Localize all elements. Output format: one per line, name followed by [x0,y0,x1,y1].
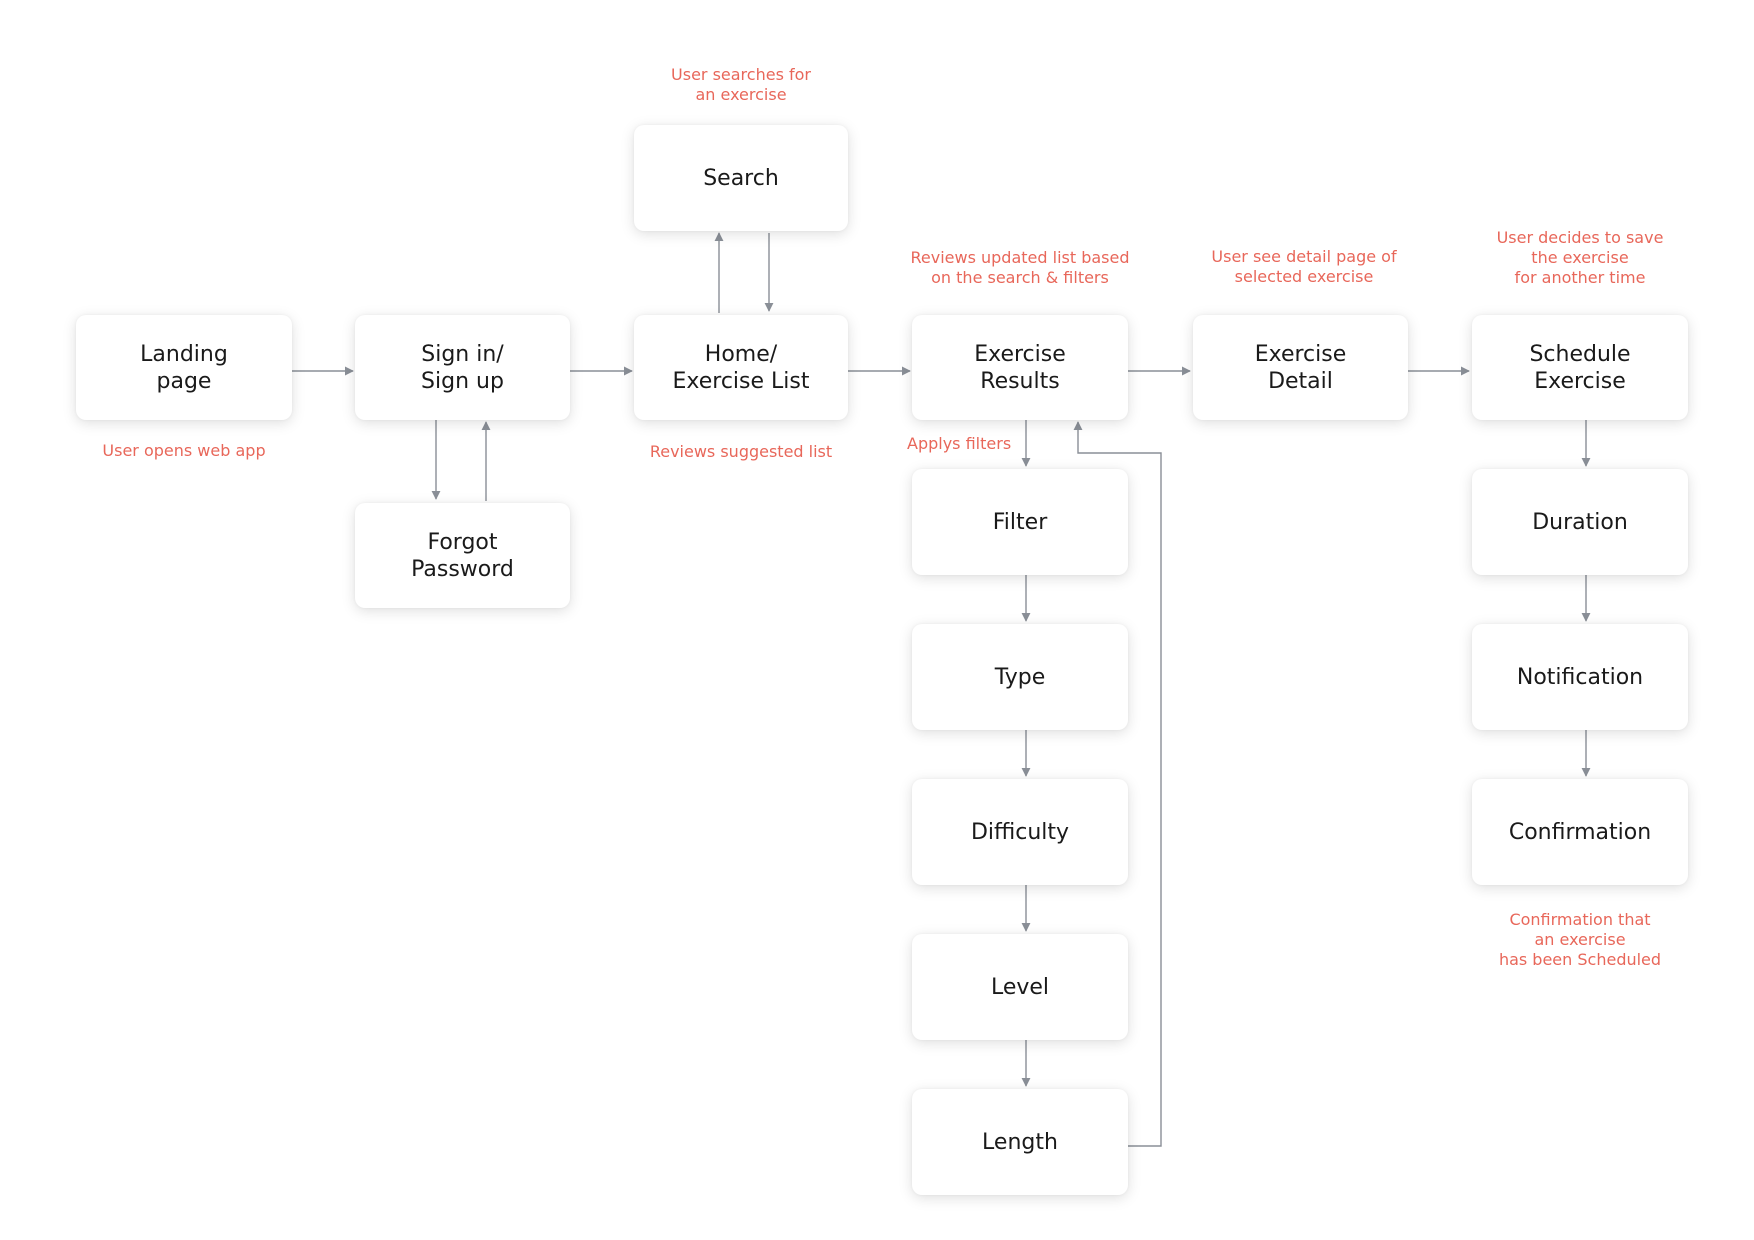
node-duration-label: Duration [1532,509,1628,535]
node-length[interactable]: Length [912,1089,1128,1195]
node-exercise-results[interactable]: Exercise Results [912,315,1128,420]
node-confirmation[interactable]: Confirmation [1472,779,1688,885]
arrow-length-back-to-results [1073,421,1162,1147]
note-reviews-suggested-list: Reviews suggested list [649,442,833,461]
node-difficulty[interactable]: Difficulty [912,779,1128,885]
node-level[interactable]: Level [912,934,1128,1040]
node-sign-in[interactable]: Sign in/ Sign up [355,315,570,420]
node-forgot-password-label: Forgot Password [411,529,514,582]
node-type-label: Type [994,664,1046,690]
node-landing-page-label: Landing page [140,341,228,394]
node-forgot-password[interactable]: Forgot Password [355,503,570,608]
node-home-exercise-list[interactable]: Home/ Exercise List [634,315,848,420]
note-reviews-updated-list: Reviews updated list based on the search… [910,248,1130,287]
node-notification[interactable]: Notification [1472,624,1688,730]
note-applys-filters: Applys filters [907,434,1012,453]
node-confirmation-label: Confirmation [1508,819,1652,845]
node-schedule-exercise-label: Schedule Exercise [1529,341,1631,394]
node-filter[interactable]: Filter [912,469,1128,575]
node-difficulty-label: Difficulty [970,819,1070,845]
node-search-label: Search [703,165,779,191]
node-exercise-detail[interactable]: Exercise Detail [1193,315,1408,420]
note-user-opens-web-app: User opens web app [102,441,266,460]
note-user-searches: User searches for an exercise [671,65,811,104]
node-level-label: Level [990,974,1050,1000]
note-user-see-detail: User see detail page of selected exercis… [1211,247,1397,286]
node-length-label: Length [982,1129,1058,1155]
node-home-exercise-list-label: Home/ Exercise List [672,341,810,394]
note-user-decides-to-save: User decides to save the exercise for an… [1496,228,1664,287]
node-filter-label: Filter [992,509,1048,535]
node-schedule-exercise[interactable]: Schedule Exercise [1472,315,1688,420]
note-confirmation-scheduled: Confirmation that an exercise has been S… [1498,910,1662,969]
node-exercise-results-label: Exercise Results [974,341,1066,394]
node-landing-page[interactable]: Landing page [76,315,292,420]
node-notification-label: Notification [1516,664,1644,690]
node-search[interactable]: Search [634,125,848,231]
node-type[interactable]: Type [912,624,1128,730]
node-sign-in-label: Sign in/ Sign up [421,341,504,394]
node-exercise-detail-label: Exercise Detail [1254,341,1347,394]
node-duration[interactable]: Duration [1472,469,1688,575]
